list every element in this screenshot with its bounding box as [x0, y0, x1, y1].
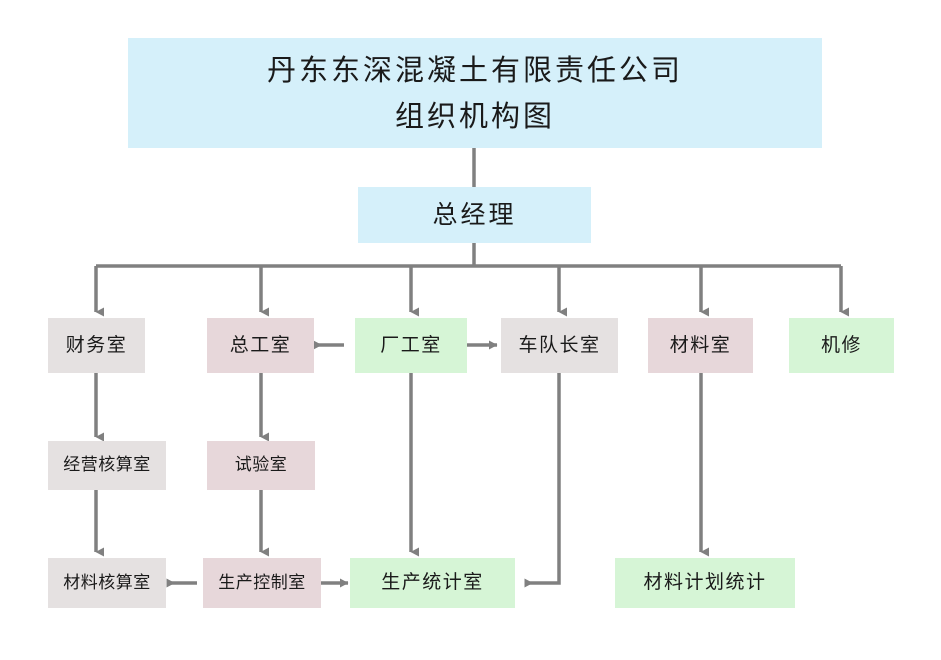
node-general-manager[interactable]: 总经理	[358, 187, 591, 243]
node-general-manager-label: 总经理	[432, 200, 517, 230]
node-jingyinghesuanshi-label: 经营核算室	[63, 455, 151, 476]
node-changgongshi-label: 厂工室	[380, 333, 442, 356]
node-caiwushi[interactable]: 财务室	[48, 318, 145, 373]
node-shengchankongzhishi[interactable]: 生产控制室	[203, 558, 321, 608]
node-shiyanshi-label: 试验室	[234, 455, 288, 476]
node-shiyanshi[interactable]: 试验室	[207, 441, 315, 490]
node-changgongshi[interactable]: 厂工室	[355, 318, 467, 373]
node-jixiu[interactable]: 机修	[789, 318, 894, 373]
node-cheduizhangshi[interactable]: 车队长室	[501, 318, 618, 373]
chart-title-line-1: 丹东东深混凝土有限责任公司	[266, 52, 683, 87]
node-caiwushi-label: 财务室	[65, 333, 128, 356]
node-cailiaohesuanshi-label: 材料核算室	[63, 572, 151, 593]
node-cailiaojihuatongji[interactable]: 材料计划统计	[615, 558, 795, 608]
node-cailiaoshi[interactable]: 材料室	[648, 318, 753, 373]
node-cheduizhangshi-label: 车队长室	[518, 333, 601, 356]
node-shengchantongjishi-label: 生产统计室	[381, 571, 484, 594]
node-cailiaohesuanshi[interactable]: 材料核算室	[48, 558, 166, 608]
node-cailiaojihuatongji-label: 材料计划统计	[643, 571, 767, 594]
node-jingyinghesuanshi[interactable]: 经营核算室	[48, 441, 166, 490]
node-jixiu-label: 机修	[820, 333, 862, 356]
node-shengchankongzhishi-label: 生产控制室	[218, 572, 306, 593]
edge-cheduizhang-to-shengchantongji	[524, 373, 561, 588]
chart-title-box: 丹东东深混凝土有限责任公司 组织机构图	[128, 38, 822, 148]
node-shengchantongjishi[interactable]: 生产统计室	[350, 558, 515, 608]
chart-title-line-2: 组织机构图	[394, 99, 555, 133]
node-zonggongshi-label: 总工室	[229, 333, 292, 356]
node-cailiaoshi-label: 材料室	[669, 333, 732, 356]
node-zonggongshi[interactable]: 总工室	[207, 318, 314, 373]
